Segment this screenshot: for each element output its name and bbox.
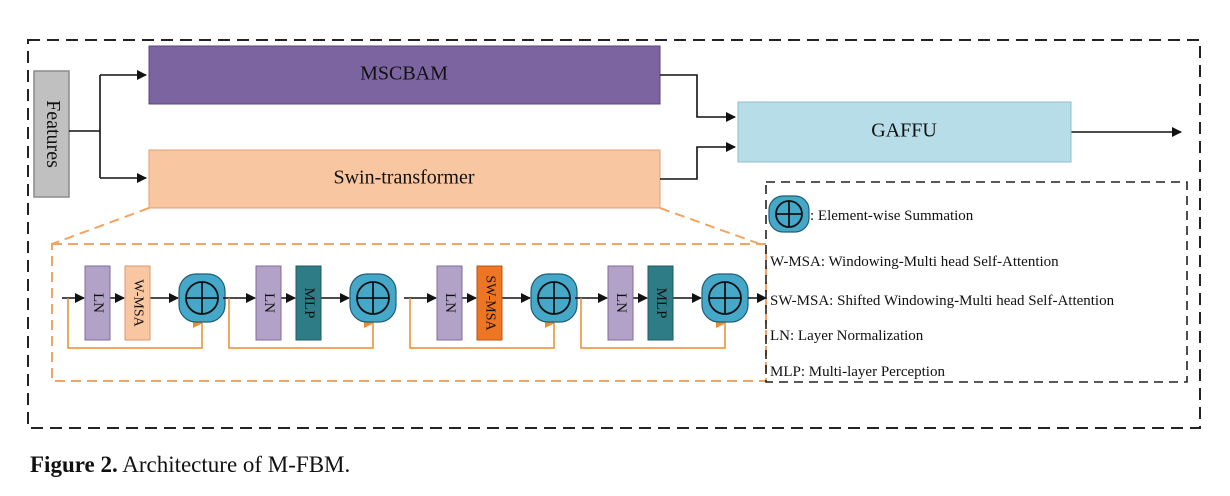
mscbam-label: MSCBAM bbox=[360, 63, 448, 85]
element-wise-sum-1 bbox=[178, 273, 226, 323]
mscbam-box bbox=[148, 45, 661, 105]
outer-frame bbox=[27, 39, 1201, 429]
element-wise-sum-2 bbox=[349, 273, 397, 323]
zoom-lines bbox=[51, 207, 761, 245]
element-wise-sum-3 bbox=[530, 273, 578, 323]
ln-2-block bbox=[255, 265, 282, 341]
sw-msa-label: SW-MSA bbox=[482, 275, 497, 331]
ln-3-block bbox=[436, 265, 463, 341]
architecture-diagram: Features MSCBAM Swin-transformer GAFFU L… bbox=[27, 39, 1201, 429]
features-box bbox=[33, 70, 70, 198]
legend-box bbox=[765, 181, 1188, 383]
legend-wmsa-text: W-MSA: Windowing-Multi head Self-Attenti… bbox=[770, 254, 1059, 270]
gaffu-label: GAFFU bbox=[871, 120, 937, 142]
w-msa-block bbox=[124, 265, 151, 341]
gaffu-merge-connector bbox=[660, 74, 1182, 180]
legend-sum-text: : Element-wise Summation bbox=[810, 208, 974, 224]
ln-4-block bbox=[607, 265, 634, 341]
ln-1-block bbox=[84, 265, 111, 341]
features-label: Features bbox=[42, 100, 64, 168]
figure-caption-label: Figure 2. bbox=[30, 452, 118, 477]
mlp-2-label: MLP bbox=[653, 288, 669, 319]
ln-4-label: LN bbox=[613, 293, 629, 313]
figure-caption-text: Architecture of M-FBM. bbox=[117, 452, 351, 477]
residual-connection bbox=[67, 298, 203, 349]
mlp-1-block bbox=[295, 265, 322, 341]
figure-caption: Figure 2. Architecture of M-FBM. bbox=[30, 452, 350, 478]
gaffu-box bbox=[737, 101, 1072, 163]
element-wise-sum-4 bbox=[701, 273, 749, 323]
mlp-2-block bbox=[647, 265, 674, 341]
swin-block-chain: LN W-MSA LN MLP LN SW-MSA LN MLP bbox=[62, 265, 767, 349]
ln-2-label: LN bbox=[261, 293, 277, 313]
legend-mlp-text: MLP: Multi-layer Perception bbox=[770, 364, 945, 380]
swin-transformer-box bbox=[148, 149, 661, 209]
residual-connection bbox=[228, 298, 374, 349]
legend-sum-icon bbox=[768, 195, 810, 233]
legend-ln-text: LN: Layer Normalization bbox=[770, 328, 924, 344]
swin-transformer-label: Swin-transformer bbox=[333, 167, 474, 189]
w-msa-label: W-MSA bbox=[130, 279, 145, 327]
legend-swmsa-text: SW-MSA: Shifted Windowing-Multi head Sel… bbox=[770, 293, 1115, 309]
sw-msa-block bbox=[476, 265, 503, 341]
ln-3-label: LN bbox=[442, 293, 458, 313]
residual-connection bbox=[580, 298, 726, 349]
swin-detail-frame bbox=[51, 243, 767, 382]
features-split-connector bbox=[69, 70, 147, 183]
residual-connection bbox=[409, 298, 555, 349]
ln-1-label: LN bbox=[90, 293, 106, 313]
mlp-1-label: MLP bbox=[301, 288, 317, 319]
